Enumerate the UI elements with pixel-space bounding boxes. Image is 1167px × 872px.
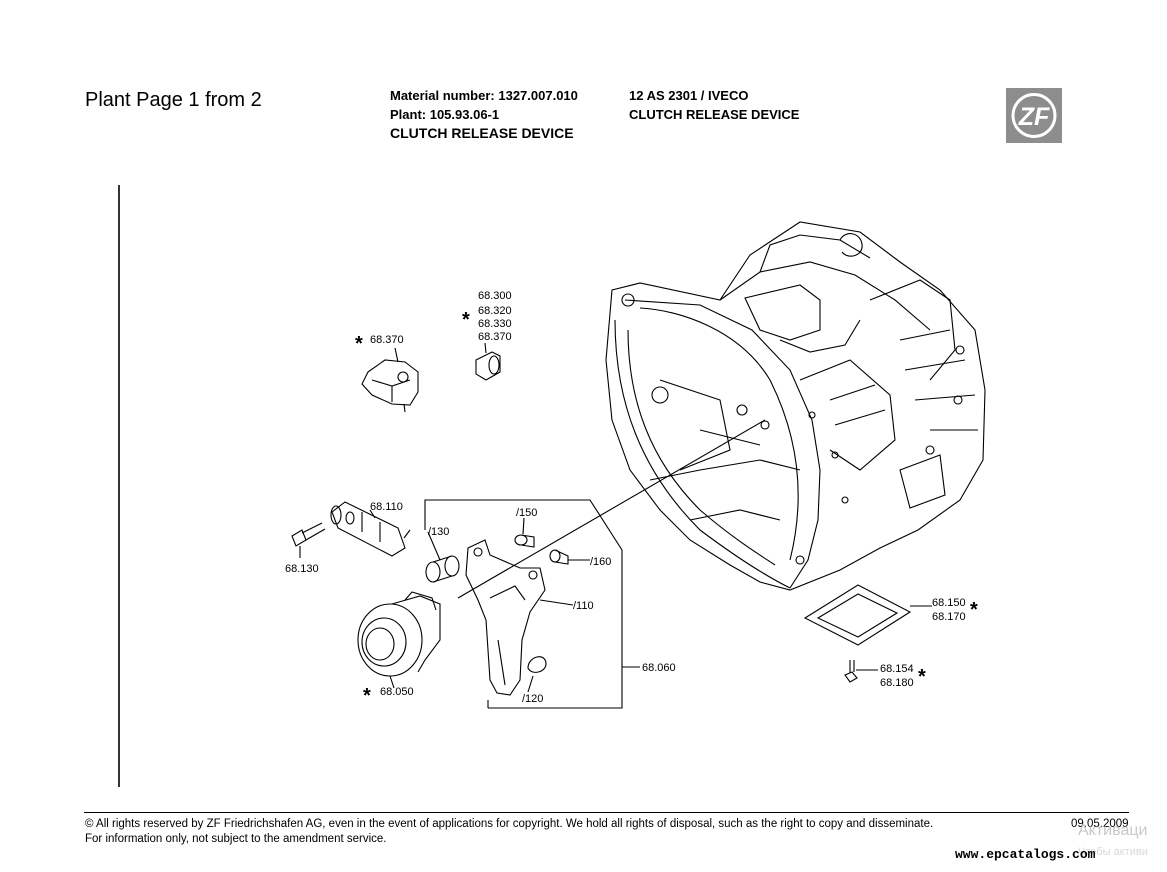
- callout-68-320: 68.320: [478, 305, 512, 317]
- part-68-050-release-bearing: [357, 591, 441, 689]
- material-number: Material number: 1327.007.010: [390, 88, 578, 103]
- star-68-050: *: [363, 685, 371, 707]
- group-bracket-68-060: [424, 499, 623, 709]
- star-68-154: *: [918, 666, 926, 688]
- part-120-cap: [527, 656, 547, 693]
- star-68-370: *: [355, 333, 363, 355]
- part-150-pin: [514, 517, 535, 548]
- model-description: CLUTCH RELEASE DEVICE: [629, 107, 800, 122]
- site-url: www.epcatalogs.com: [955, 847, 1096, 862]
- left-margin-rule: [118, 185, 120, 787]
- zf-logo-text: ZF: [1018, 103, 1050, 131]
- callout-110: /110: [573, 600, 594, 612]
- star-68-300: *: [462, 309, 470, 331]
- zf-logo-icon: ZF: [1011, 93, 1057, 138]
- exploded-parts-diagram: 68.370 * 68.300 68.320 68.330 68.370 * 6…: [285, 221, 986, 709]
- footer-rule: [84, 812, 1129, 813]
- part-160-pin: [549, 549, 590, 565]
- callout-150: /150: [516, 507, 537, 519]
- activation-watermark: Активаци: [1078, 822, 1148, 839]
- callout-68-300: 68.300: [478, 290, 512, 302]
- callout-160: /160: [590, 556, 611, 568]
- header-material-block: Material number: 1327.007.010 Plant: 105…: [390, 86, 578, 143]
- part-68-154-screw: [844, 660, 878, 683]
- plant-number: Plant: 105.93.06-1: [390, 107, 500, 122]
- footer-copyright: © All rights reserved by ZF Friedrichsha…: [85, 818, 934, 830]
- part-68-110-shaft: [330, 501, 411, 557]
- callout-120: /120: [522, 693, 543, 705]
- zf-logo: ZF: [1006, 88, 1062, 143]
- part-68-130-bolt: [291, 522, 326, 558]
- callout-68-370-b: 68.370: [478, 331, 512, 343]
- activation-watermark-sub: Чтобы активи: [1078, 846, 1148, 858]
- callout-68-370: 68.370: [370, 334, 404, 346]
- callout-68-154: 68.154: [880, 663, 914, 675]
- footer-info: For information only, not subject to the…: [85, 833, 387, 845]
- callout-68-150: 68.150: [932, 597, 966, 609]
- gearbox-housing: [605, 221, 986, 591]
- footer-date: 09.05.2009: [1071, 818, 1129, 830]
- callout-68-180: 68.180: [880, 677, 914, 689]
- callout-68-050: 68.050: [380, 686, 414, 698]
- callout-68-330: 68.330: [478, 318, 512, 330]
- callout-68-060: 68.060: [642, 662, 676, 674]
- callout-68-130: 68.130: [285, 563, 319, 575]
- star-68-150: *: [970, 599, 978, 621]
- callout-130: /130: [428, 526, 449, 538]
- callout-68-110: 68.110: [370, 501, 403, 513]
- assembly-axis-line: [457, 419, 766, 599]
- model-name: 12 AS 2301 / IVECO: [629, 88, 749, 103]
- page-title: CLUTCH RELEASE DEVICE: [390, 125, 574, 141]
- plant-page-label: Plant Page 1 from 2: [85, 89, 262, 111]
- header-model-block: 12 AS 2301 / IVECO CLUTCH RELEASE DEVICE: [629, 86, 799, 124]
- part-110-release-fork: [465, 539, 574, 696]
- part-130-bush: [425, 531, 460, 583]
- part-68-370-bracket: [361, 347, 419, 413]
- part-68-300-bushing: [475, 342, 501, 381]
- callout-68-170: 68.170: [932, 611, 966, 623]
- part-68-150-cover-plate: [803, 584, 932, 646]
